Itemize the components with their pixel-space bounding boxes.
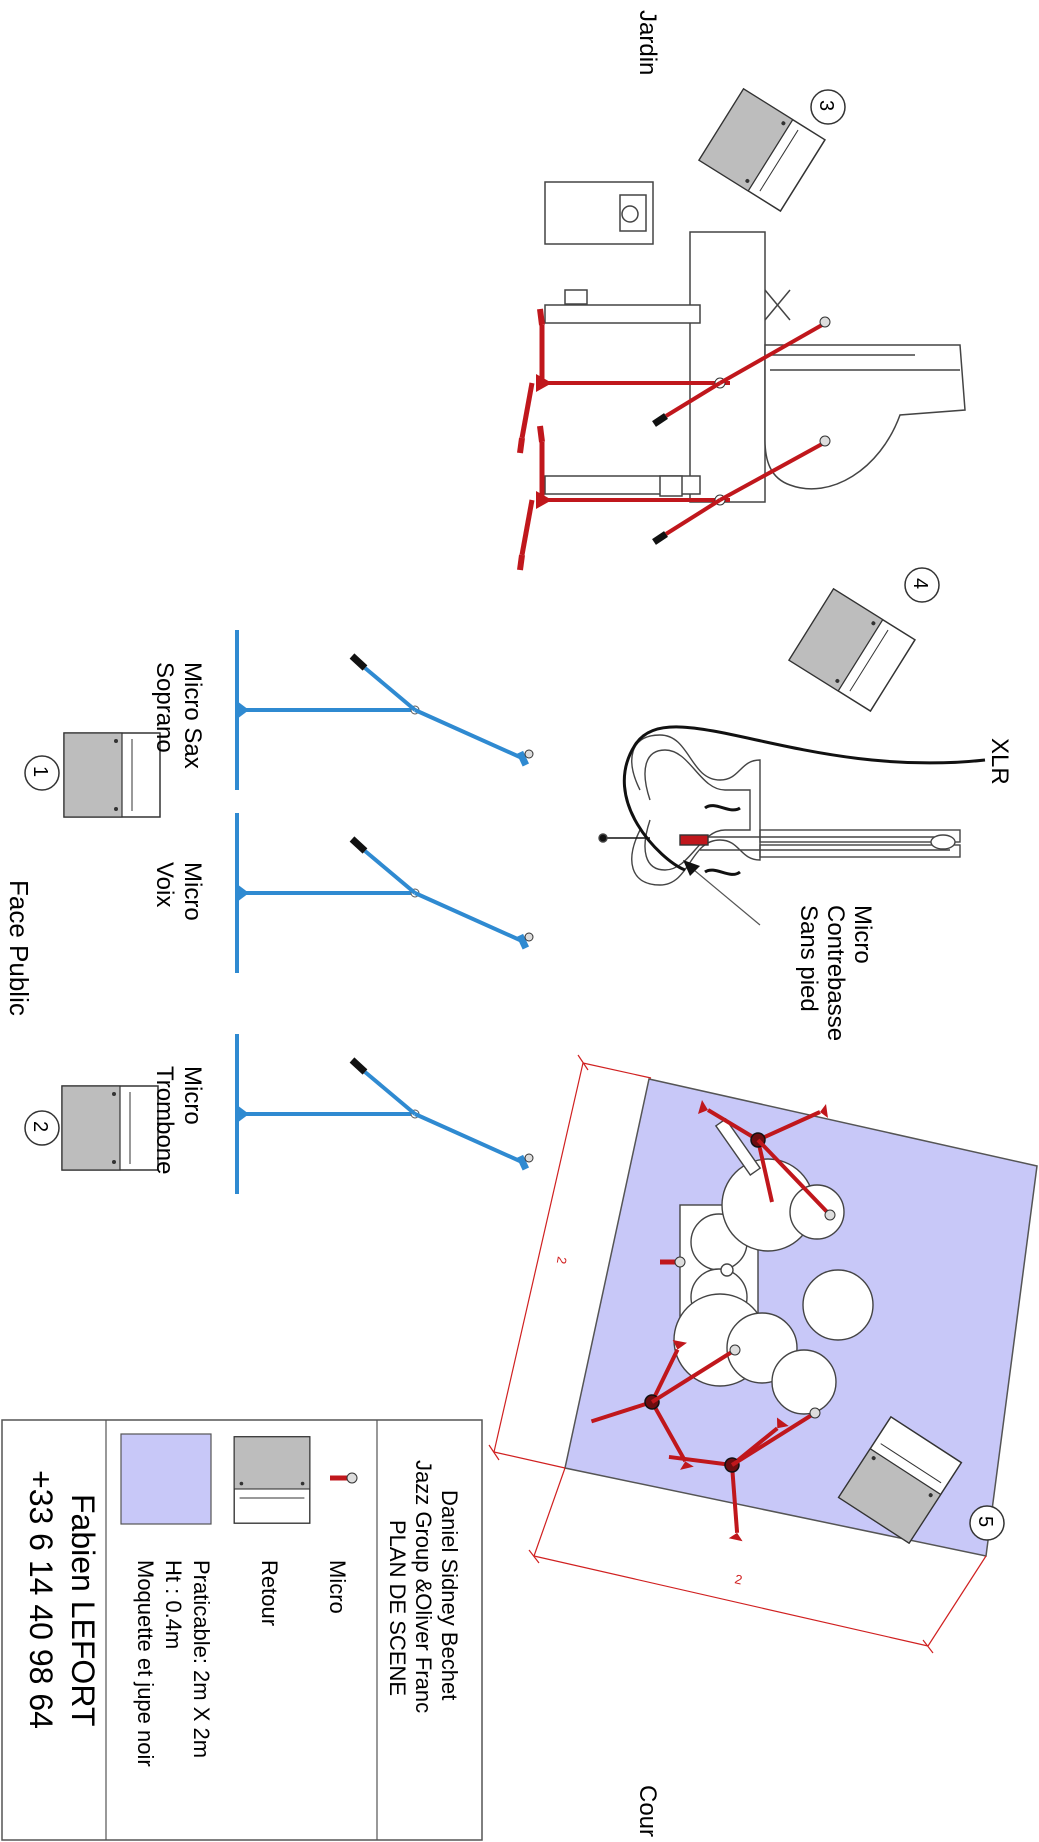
xlr-cable bbox=[622, 725, 986, 872]
drum-kit bbox=[673, 1118, 874, 1415]
legend-retour-label: Retour bbox=[257, 1560, 282, 1626]
drum-mic-tripod-3 bbox=[647, 1385, 821, 1547]
piano-mic-stand-2 bbox=[520, 426, 831, 570]
legend-micro-icon bbox=[330, 1472, 358, 1484]
legend-praticable-line2: Ht : 0.4m bbox=[161, 1560, 186, 1649]
side-label-cour: Cour bbox=[634, 1785, 661, 1837]
drum-mic-tripod-2 bbox=[583, 1336, 741, 1480]
piano-mic-stand-1 bbox=[520, 309, 831, 453]
voice-mic-stand bbox=[237, 813, 533, 973]
riser-dimension-lines bbox=[488, 1054, 987, 1654]
bass-mic-pointer-arrow bbox=[683, 860, 700, 876]
monitor-4: 4 bbox=[788, 567, 940, 712]
bass-mic-label-line3: Sans pied bbox=[795, 905, 822, 1012]
contact-phone: +33 6 14 40 98 64 bbox=[23, 1470, 59, 1729]
legend-praticable-line3: Moquette et jupe noir bbox=[133, 1560, 158, 1767]
monitor-2: 2 bbox=[24, 1085, 159, 1171]
sax-mic-label-line2: Soprano bbox=[151, 662, 178, 753]
side-label-jardin: Jardin bbox=[634, 10, 661, 75]
monitor-1: 1 bbox=[24, 732, 161, 818]
legend-praticable-line1: Praticable: 2m X 2m bbox=[189, 1560, 214, 1758]
sax-mic-stand bbox=[237, 630, 533, 790]
double-bass bbox=[598, 734, 961, 886]
monitor-4-number: 4 bbox=[909, 578, 931, 589]
side-label-face-public: Face Public bbox=[4, 880, 34, 1016]
bass-mic-label-line2: Contrebasse bbox=[822, 905, 849, 1041]
grand-piano bbox=[544, 231, 966, 503]
voice-mic-label-line1: Micro bbox=[179, 862, 206, 921]
legend-retour-icon bbox=[233, 1436, 311, 1524]
bass-mic-pointer bbox=[687, 864, 761, 926]
xlr-label: XLR bbox=[986, 738, 1013, 785]
monitor-2-number: 2 bbox=[29, 1121, 51, 1132]
monitor-1-number: 1 bbox=[29, 766, 51, 777]
legend-title-line1: Daniel Sidney Bechet bbox=[437, 1490, 462, 1700]
trombone-mic-stand bbox=[237, 1034, 533, 1194]
legend-riser-swatch bbox=[120, 1433, 212, 1525]
bass-mic-label-line1: Micro bbox=[849, 905, 876, 964]
contact-name: Fabien LEFORT bbox=[65, 1494, 101, 1726]
monitor-5: 5 bbox=[837, 1416, 1005, 1544]
voice-mic-label-line2: Voix bbox=[151, 862, 178, 907]
monitor-5-number: 5 bbox=[974, 1516, 996, 1527]
riser-dimension-width: 2 bbox=[554, 1255, 570, 1265]
legend-micro-label: Micro bbox=[325, 1560, 350, 1614]
monitor-3: 3 bbox=[698, 88, 846, 212]
piano-bench bbox=[544, 181, 654, 245]
legend-box bbox=[1, 1419, 483, 1841]
legend-title-line2: Jazz Group &Oliver Franc bbox=[411, 1460, 436, 1713]
drum-mic-tripod-1 bbox=[696, 1098, 836, 1221]
monitor-3-number: 3 bbox=[815, 100, 837, 111]
trombone-mic-label-line2: Trombone bbox=[151, 1066, 178, 1175]
sax-mic-label-line1: Micro Sax bbox=[179, 662, 206, 769]
legend-title-line3: PLAN DE SCENE bbox=[385, 1520, 410, 1696]
riser-dimension-depth: 2 bbox=[733, 1571, 743, 1587]
trombone-mic-label-line1: Micro bbox=[179, 1066, 206, 1125]
drum-snare-mic bbox=[660, 1256, 686, 1268]
drum-riser bbox=[564, 1078, 1038, 1557]
